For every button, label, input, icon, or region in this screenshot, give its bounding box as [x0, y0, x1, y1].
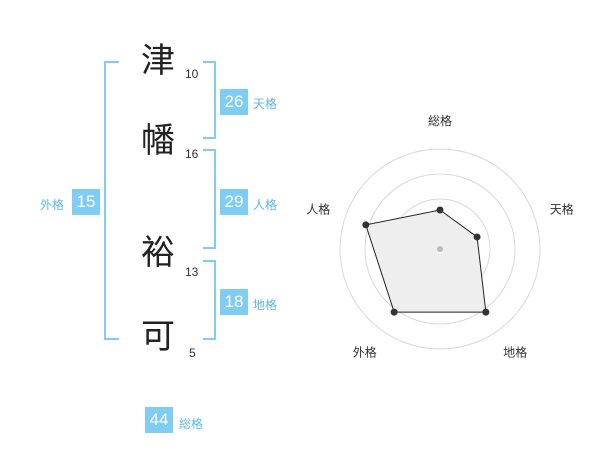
- tenkaku-score: 26: [220, 89, 248, 115]
- gaikaku-bracket: [104, 61, 119, 340]
- radar-point-3: [482, 308, 490, 316]
- radar-point-4: [390, 308, 398, 316]
- chikaku-score: 18: [220, 289, 248, 315]
- jinkaku-label: 人格: [253, 198, 278, 212]
- tenkaku-bracket: [203, 61, 216, 139]
- radar-grid-ring-3: [364, 173, 516, 325]
- radar-axis-label-4: 外格: [353, 345, 377, 360]
- name-char-2: 幡: [141, 121, 175, 161]
- stroke-count-3: 13: [185, 265, 199, 279]
- radar-axis-label-3: 地格: [503, 345, 527, 360]
- radar-center-dot: [437, 246, 443, 252]
- soukaku-score: 44: [145, 407, 173, 433]
- gaikaku-score: 15: [72, 189, 100, 215]
- gaikaku-label: 外格: [40, 198, 65, 212]
- name-char-1: 津: [141, 41, 175, 81]
- radar-grid-ring-4: [339, 148, 541, 350]
- jinkaku-bracket: [203, 149, 216, 249]
- radar-area: [365, 209, 487, 313]
- tenkaku-label: 天格: [253, 97, 278, 111]
- radar-axis-label-2: 天格: [550, 201, 574, 216]
- chikaku-bracket: [203, 260, 216, 340]
- stroke-count-2: 16: [185, 147, 199, 161]
- radar-point-1: [436, 206, 444, 214]
- radar-point-5: [362, 221, 370, 229]
- stroke-count-1: 10: [185, 67, 199, 81]
- soukaku-label: 総格: [179, 417, 204, 431]
- name-char-4: 可: [141, 317, 175, 357]
- jinkaku-score: 29: [220, 189, 248, 215]
- radar-axis-label-1: 総格: [428, 113, 452, 128]
- name-char-3: 裕: [141, 233, 175, 273]
- radar-point-2: [473, 233, 481, 241]
- stroke-count-4: 5: [189, 346, 196, 360]
- chikaku-label: 地格: [253, 298, 278, 312]
- radar-axis-label-5: 人格: [306, 201, 330, 216]
